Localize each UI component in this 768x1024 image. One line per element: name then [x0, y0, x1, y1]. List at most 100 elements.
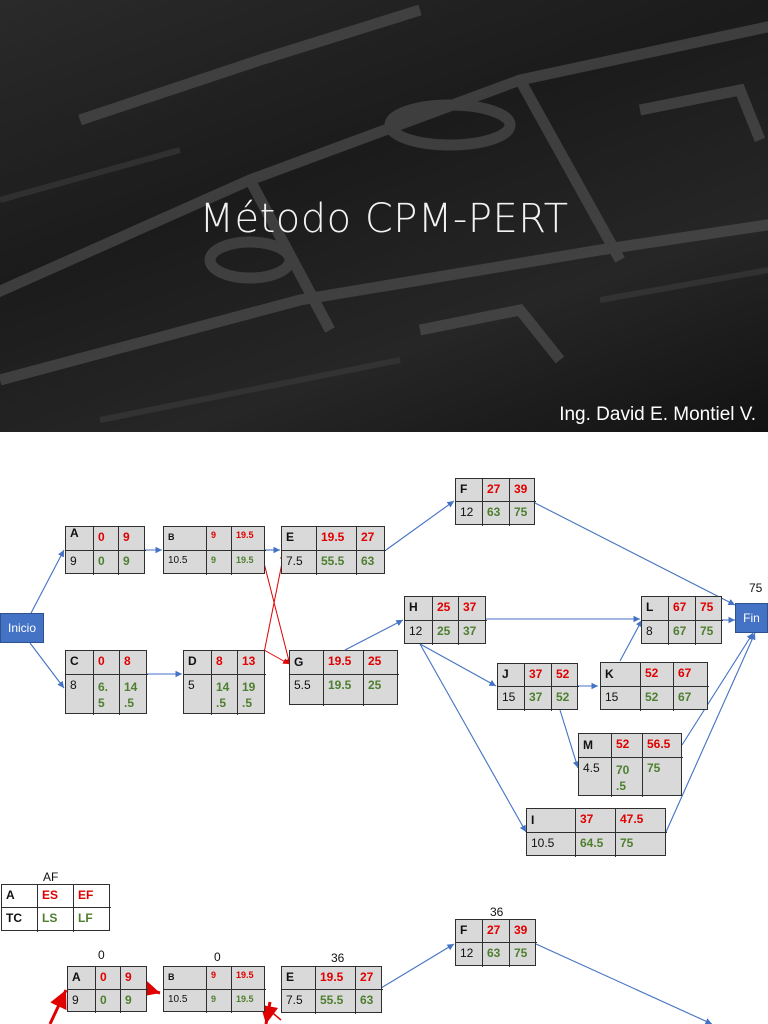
activity-node-b: B 9 19.5 10.5 9 19.5: [163, 526, 266, 575]
node-tc: 15: [601, 687, 641, 711]
node-lf: 19.5: [236, 994, 254, 1004]
node-id: L: [642, 597, 669, 621]
node-lf: 63: [360, 993, 374, 1007]
label-b-2: 0: [214, 950, 221, 964]
node-ls: 14 .5: [212, 675, 238, 715]
node-tc: 5: [184, 675, 212, 715]
start-node: Inicio: [0, 613, 44, 643]
node-lf: 9: [123, 554, 130, 568]
node-ef: 9: [119, 527, 146, 551]
end-node: Fin: [735, 603, 768, 633]
node-ls: 55.5: [316, 990, 356, 1014]
legend-tc: TC: [2, 908, 38, 932]
end-total-label: 75: [749, 581, 763, 595]
node-ef: 27: [357, 527, 386, 551]
node-tc: 12: [456, 943, 483, 967]
node-lf: 75: [514, 946, 528, 960]
node-es: 52: [641, 663, 674, 687]
arrow-inicio-c: [29, 642, 65, 689]
node-es: 0: [94, 651, 120, 675]
slide-title: Método CPM-PERT: [199, 196, 569, 242]
node-es: 19.5: [324, 651, 364, 675]
node-id: H: [405, 597, 433, 621]
legend-node: A ES EF TC LS LF: [1, 884, 111, 932]
node-ls: 63: [483, 502, 510, 526]
node-id: G: [290, 651, 324, 675]
node-tc: 8: [66, 675, 94, 715]
activity-node-e-2: E 19.5 27 7.5 55.5 63: [281, 966, 383, 1014]
activity-node-e: E 19.5 27 7.5 55.5 63: [281, 526, 386, 575]
node-ls: 55.5: [317, 551, 357, 575]
node-ls: 0: [94, 551, 119, 575]
node-es: 9: [207, 967, 232, 990]
node-ef: 25: [364, 651, 399, 675]
activity-node-h: H 25 37 12 25 37: [404, 596, 487, 645]
legend-title: AF: [43, 870, 59, 884]
node-ef: 27: [356, 967, 383, 990]
arrow-j-m: [559, 709, 580, 769]
legend-es: ES: [38, 885, 74, 908]
activity-node-c: C 0 8 8 6. 5 14 .5: [65, 650, 148, 715]
node-ls: 64.5: [576, 833, 616, 857]
arrow-b-g: [263, 562, 292, 666]
node-tc: 12: [405, 621, 433, 645]
node-id: A: [68, 967, 96, 990]
node-ls: 0: [96, 990, 121, 1013]
legend-id: A: [2, 885, 38, 908]
node-tc: 4.5: [579, 758, 612, 797]
node-ls: 9: [207, 551, 232, 575]
node-id: B: [164, 527, 207, 551]
critical-arrow-start-a: [48, 989, 68, 1024]
arrow-h-i: [419, 643, 527, 833]
node-tc: 15: [498, 687, 525, 711]
arrow2-e-f: [380, 943, 455, 989]
node-ef: 75: [696, 597, 723, 621]
node-ef: 47.5: [616, 809, 667, 833]
arrow-f-fin: [534, 502, 736, 606]
node-id: E: [282, 967, 316, 990]
activity-node-i: I 37 47.5 10.5 64.5 75: [526, 808, 667, 857]
node-lf: 75: [647, 761, 661, 775]
node-id: A: [66, 527, 94, 551]
arrow-m-fin: [681, 632, 754, 746]
node-ls: 9: [207, 990, 232, 1013]
label-f-2: 36: [490, 905, 504, 919]
node-lf: 75: [700, 624, 714, 638]
node-id: F: [456, 920, 483, 943]
node-ls: 25: [433, 621, 459, 645]
activity-node-f: F 27 39 12 63 75: [455, 478, 536, 526]
node-es: 27: [483, 920, 510, 943]
node-es: 67: [669, 597, 696, 621]
node-tc: 10.5: [527, 833, 576, 857]
title-slide: Método CPM-PERT Ing. David E. Montiel V.: [0, 0, 768, 432]
node-es: 19.5: [317, 527, 357, 551]
node-id: C: [66, 651, 94, 675]
legend-ef: EF: [74, 885, 111, 908]
node-es: 0: [94, 527, 119, 551]
node-es: 19.5: [316, 967, 356, 990]
node-es: 9: [207, 527, 232, 551]
node-es: 37: [576, 809, 616, 833]
node-ls: 63: [483, 943, 510, 967]
node-ef: 8: [120, 651, 148, 675]
arrow-e-f: [385, 500, 455, 551]
activity-node-f-2: F 27 39 12 63 75: [455, 919, 537, 967]
arrow-h-j: [419, 643, 497, 687]
node-tc: 9: [66, 551, 94, 575]
node-ls: 19.5: [324, 675, 364, 706]
node-id: E: [282, 527, 317, 551]
activity-node-k: K 52 67 15 52 67: [600, 662, 709, 711]
node-lf: 19 .5: [242, 680, 256, 710]
legend-ls: LS: [38, 908, 74, 932]
activity-node-a-2: A 0 9 9 0 9: [67, 966, 148, 1013]
node-lf: 67: [678, 690, 692, 704]
arrow-k-l: [619, 619, 643, 662]
node-ls: 37: [525, 687, 552, 711]
node-id: K: [601, 663, 641, 687]
arrow-inicio-a: [29, 549, 65, 616]
node-ef: 9: [121, 967, 148, 990]
node-ls: 70 .5: [612, 758, 643, 797]
activity-node-a: A 0 9 9 0 9: [65, 526, 146, 575]
critical-arrow-a-b: [140, 979, 161, 997]
